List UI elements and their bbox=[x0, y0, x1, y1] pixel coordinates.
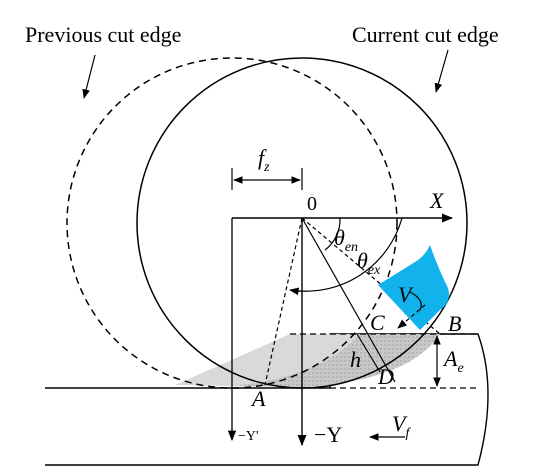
origin-label: 0 bbox=[307, 193, 317, 215]
theta-en-arc bbox=[324, 217, 341, 251]
radial-to-a-dashed bbox=[264, 217, 303, 386]
fz-label: fz bbox=[258, 145, 270, 175]
velocity-label: V bbox=[398, 282, 414, 307]
point-a-label: A bbox=[250, 386, 266, 411]
rotation-arrow bbox=[409, 291, 422, 311]
workpiece bbox=[45, 333, 489, 466]
neg-y-prime-label: −Y' bbox=[238, 429, 259, 444]
chip-section-region bbox=[230, 334, 440, 387]
x-axis-label: X bbox=[429, 188, 445, 213]
previous-cut-edge-label: Previous cut edge bbox=[25, 22, 181, 47]
radial-to-d bbox=[301, 217, 396, 383]
current-edge-pointer bbox=[434, 49, 449, 93]
ae-label: Ae bbox=[442, 346, 464, 376]
theta-ex-label: θex bbox=[357, 248, 381, 278]
theta-ex-arc bbox=[289, 217, 403, 296]
point-b-label: B bbox=[448, 311, 461, 336]
chip-shape bbox=[378, 245, 449, 330]
theta-en-label: θen bbox=[334, 225, 358, 255]
uncut-region bbox=[175, 334, 360, 386]
previous-edge-pointer bbox=[82, 54, 96, 99]
h-segment bbox=[356, 333, 381, 373]
current-cut-edge-label: Current cut edge bbox=[352, 22, 499, 47]
point-d-label: D bbox=[377, 364, 394, 389]
vf-label: Vf bbox=[392, 411, 411, 441]
neg-y-label: −Y bbox=[314, 422, 342, 447]
cutting-direction-arrow bbox=[397, 304, 426, 329]
h-label: h bbox=[350, 347, 361, 372]
point-c-label: C bbox=[370, 310, 385, 335]
previous-cut-circle bbox=[66, 57, 398, 389]
